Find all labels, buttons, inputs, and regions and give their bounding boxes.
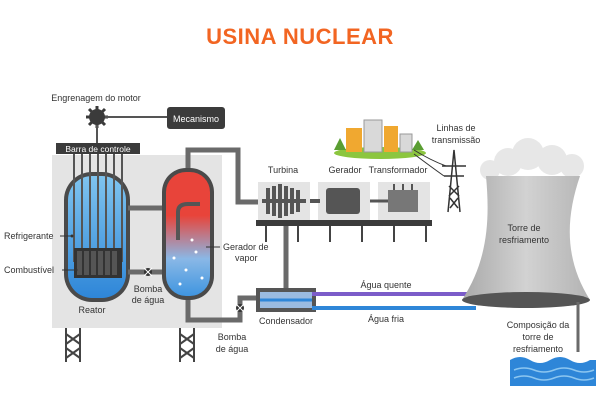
steam-pipe — [185, 147, 262, 205]
gerador-vapor-line1: Gerador de — [223, 242, 269, 252]
transmission-tower-icon — [442, 149, 466, 213]
feedwater-pipe — [185, 295, 256, 323]
page-title: USINA NUCLEAR — [206, 24, 394, 49]
torre-line2: resfriamento — [499, 235, 549, 245]
steam-cloud — [480, 138, 584, 180]
city-icon — [334, 119, 426, 159]
generator — [326, 188, 360, 214]
condensador-label: Condensador — [259, 316, 313, 326]
composicao-line2: torre de — [522, 332, 553, 342]
linhas-line2: transmissão — [432, 135, 481, 145]
mechanism-box — [167, 107, 225, 129]
gerador-vapor-line2: vapor — [235, 253, 258, 263]
control-rod-bar — [56, 143, 140, 154]
gerador-label: Gerador — [328, 165, 361, 175]
bomba-agua-2-line2: de água — [216, 344, 249, 354]
turbina-label: Turbina — [268, 165, 298, 175]
bubbles — [172, 238, 204, 286]
agua-fria-label: Água fria — [368, 314, 404, 324]
bomba-agua-1-line2: de água — [132, 295, 165, 305]
control-rods — [73, 154, 123, 262]
tower-base — [462, 292, 590, 308]
linhas-line1: Linhas de — [436, 123, 475, 133]
bomba-agua-2-line1: Bomba — [218, 332, 247, 342]
pump-icon-1 — [143, 267, 153, 277]
torre-line1: Torre de — [507, 223, 540, 233]
agua-quente-label: Água quente — [360, 280, 411, 290]
gear-icon — [86, 106, 108, 128]
platform-legs — [265, 226, 427, 242]
combustivel-label: Combustível — [4, 265, 54, 275]
refrigerante-label: Refrigerante — [4, 231, 54, 241]
turbine-platform — [256, 220, 432, 226]
fuel-rods — [77, 251, 117, 275]
transformador-label: Transformador — [369, 165, 428, 175]
bomba-agua-1-line1: Bomba — [134, 284, 163, 294]
pump-icon-2 — [235, 303, 245, 313]
steam-generator-tube — [176, 202, 200, 240]
power-lines — [413, 149, 447, 177]
turbine — [262, 184, 306, 218]
reator-label: Reator — [78, 305, 105, 315]
mechanism-label: Mecanismo — [173, 114, 219, 124]
composicao-line3: resfriamento — [513, 344, 563, 354]
steam-generator-fluid — [166, 172, 210, 296]
gear-label: Engrenagem do motor — [51, 93, 141, 103]
building-legs — [65, 328, 195, 362]
transformer — [388, 190, 418, 212]
control-rod-label: Barra de controle — [65, 144, 130, 154]
cooling-tower — [462, 176, 590, 300]
composicao-line1: Composição da — [507, 320, 570, 330]
